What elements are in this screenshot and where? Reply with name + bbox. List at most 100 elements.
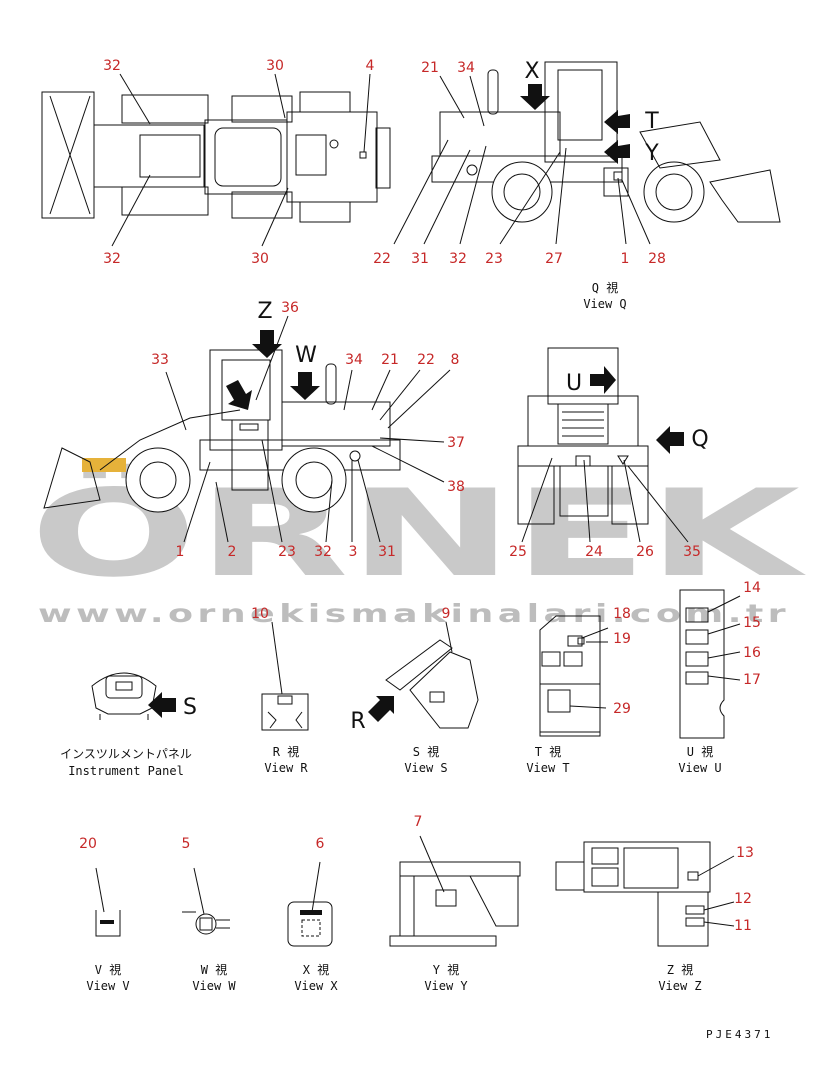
callout-label: 22	[417, 352, 435, 368]
callout-label: 31	[378, 544, 396, 560]
callout-label: 7	[414, 814, 423, 830]
view-t-drawing: 18 19 29	[539, 606, 631, 737]
view-q-caption-jp: Q 視	[592, 280, 618, 295]
view-r-caption-jp: R 視	[273, 744, 299, 759]
rear-view-drawing	[517, 347, 649, 525]
view-v-caption-jp: V 視	[95, 962, 121, 977]
view-z-caption-en: View Z	[658, 979, 701, 993]
view-x-caption-en: View X	[294, 979, 338, 993]
view-letter-x: X	[524, 59, 539, 84]
callout-label: 19	[613, 631, 631, 647]
view-z-caption-jp: Z 視	[667, 962, 693, 977]
callout-label: 30	[266, 58, 284, 74]
view-arrow-w	[290, 372, 320, 400]
callout-label: 1	[176, 544, 185, 560]
callout-label: 21	[421, 60, 439, 76]
callout-label: 22	[373, 251, 391, 267]
rear-view-callouts: 25 24 26 35	[509, 457, 701, 560]
view-x-caption-jp: X 視	[303, 962, 329, 977]
view-t-caption-en: View T	[526, 761, 569, 775]
rear-view-arrows: U Q	[566, 366, 709, 454]
callout-label: 26	[636, 544, 654, 560]
view-y-caption-en: View Y	[424, 979, 468, 993]
callout-label: 27	[545, 251, 563, 267]
callout-label: 17	[743, 672, 761, 688]
callout-label: 32	[103, 58, 121, 74]
view-r-drawing: 10	[251, 606, 309, 731]
callout-label: 34	[457, 60, 475, 76]
view-s-caption-jp: S 視	[413, 744, 439, 759]
callout-label: 25	[509, 544, 527, 560]
side-view-right-arrows: X T Y	[520, 59, 659, 166]
top-view-callouts: 32 30 4 32 30	[103, 58, 374, 267]
view-w-caption-jp: W 視	[201, 962, 227, 977]
view-arrow-x	[520, 84, 550, 110]
view-arrow-q	[656, 426, 684, 454]
watermark-url: www.ornekismakinalari.com.tr	[38, 599, 790, 628]
callout-label: 18	[613, 606, 631, 622]
view-w-caption-en: View W	[192, 979, 236, 993]
view-letter-w: W	[295, 343, 317, 368]
top-view-drawing	[41, 91, 391, 223]
callout-label: 10	[251, 606, 269, 622]
callout-label: 20	[79, 836, 97, 852]
callout-label: 24	[585, 544, 603, 560]
watermark-umlaut-1	[82, 458, 126, 472]
drawing-code: PJE4371	[706, 1028, 773, 1041]
view-z-drawing: 13 12 11	[555, 841, 754, 947]
callout-label: 14	[743, 580, 761, 596]
callout-label: 23	[485, 251, 503, 267]
callout-label: 4	[366, 58, 375, 74]
view-arrow-y	[604, 140, 630, 164]
view-y-drawing: 7	[389, 814, 521, 947]
callout-label: 16	[743, 645, 761, 661]
view-letter-u: U	[566, 371, 582, 396]
view-s-caption-en: View S	[404, 761, 447, 775]
side-view-right-callouts: 21 34 22 31 32 23 27 1 28	[373, 60, 666, 267]
side-view-left-callouts: 36 33 34 21 22 8 37 38 1 2 23 32 3 31	[151, 300, 465, 560]
view-s-drawing: 9 R	[350, 606, 479, 734]
callout-label: 34	[345, 352, 363, 368]
view-v-caption-en: View V	[86, 979, 129, 993]
callout-label: 12	[734, 891, 752, 907]
view-w-drawing: 5	[182, 836, 230, 935]
callout-label: 6	[316, 836, 325, 852]
callout-label: 15	[743, 615, 761, 631]
callout-label: 36	[281, 300, 299, 316]
view-letter-r: R	[350, 709, 365, 734]
callout-label: 2	[228, 544, 237, 560]
callout-label: 3	[349, 544, 358, 560]
callout-label: 11	[734, 918, 752, 934]
callout-label: 9	[442, 606, 451, 622]
rear-marker	[617, 455, 629, 465]
callout-label: 23	[278, 544, 296, 560]
view-v-drawing: 20	[79, 836, 121, 937]
view-q-caption-en: View Q	[583, 297, 626, 311]
view-x-drawing: 6	[287, 836, 333, 947]
side-view-right-drawing	[431, 61, 781, 223]
callout-label: 5	[182, 836, 191, 852]
view-r-caption-en: View R	[264, 761, 308, 775]
callout-label: 35	[683, 544, 701, 560]
view-t-caption-jp: T 視	[535, 744, 561, 759]
view-u-drawing: 14 15 16 17	[679, 580, 761, 739]
instrument-panel-drawing: S	[91, 672, 197, 720]
view-arrow-r	[368, 696, 394, 722]
callout-label: 1	[621, 251, 630, 267]
callout-label: 21	[381, 352, 399, 368]
callout-label: 32	[103, 251, 121, 267]
callout-label: 33	[151, 352, 169, 368]
view-letter-y: Y	[644, 141, 659, 166]
callout-label: 38	[447, 479, 465, 495]
instrument-panel-caption-jp: インスツルメントパネル	[60, 747, 192, 761]
callout-label: 29	[613, 701, 631, 717]
callout-label: 30	[251, 251, 269, 267]
callout-label: 28	[648, 251, 666, 267]
view-letter-z: Z	[257, 299, 272, 324]
view-arrow-t	[604, 110, 630, 134]
callout-label: 13	[736, 845, 754, 861]
view-letter-t: T	[644, 109, 659, 134]
instrument-panel-caption-en: Instrument Panel	[68, 764, 184, 778]
callout-label: 32	[449, 251, 467, 267]
view-letter-s: S	[183, 695, 197, 720]
